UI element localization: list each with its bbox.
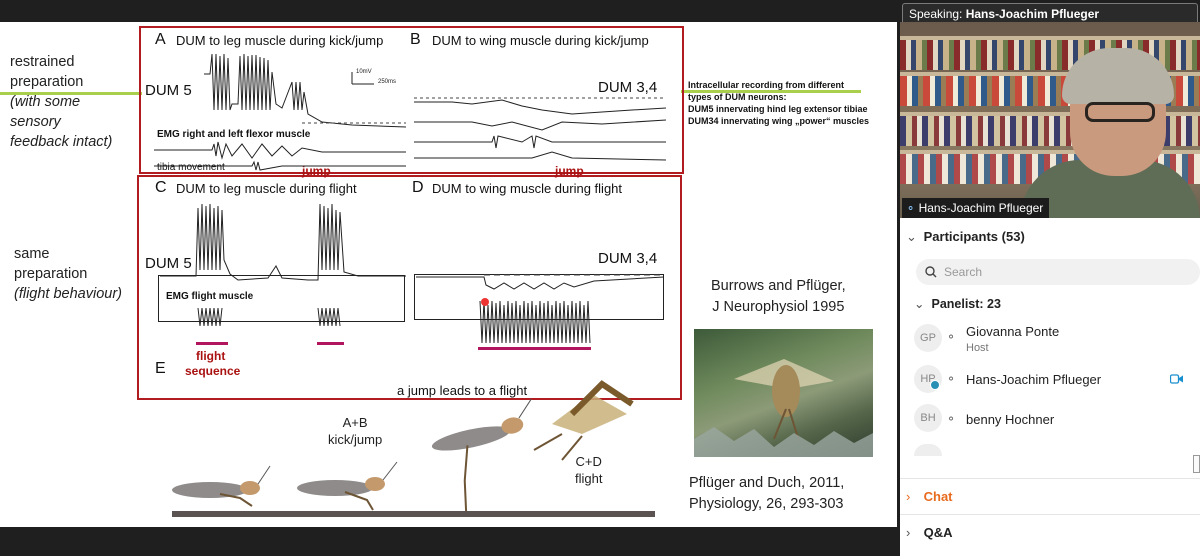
locust-sequence-drawing [172,380,634,517]
panel-c-title: DUM to leg muscle during flight [176,181,357,196]
chevron-right-icon: › [906,525,911,540]
flight-bar-1 [196,342,228,345]
panel-d-letter: D [412,179,424,196]
chevron-down-icon: ⌄ [914,297,925,311]
panel-a-jump: jump [302,164,331,178]
scale-time: 250ms [378,79,397,85]
panel-a-dum: DUM 5 [145,82,192,99]
flight-label: C+D flight [575,454,603,486]
bottom-bar [0,527,897,556]
panel-c-letter: C [155,179,167,196]
kick-jump-label: A+B kick/jump [328,415,383,447]
chat-label: Chat [923,489,953,504]
top-bar [0,0,1200,22]
panel-e-letter: E [155,360,166,377]
speaking-label: Speaking: [909,7,963,21]
qa-label: Q&A [923,525,953,540]
reference-burrows: Burrows and Pflüger, J Neurophysiol 1995 [711,278,846,315]
audio-icon: ⚬ [906,203,916,215]
locust-flight-photo [694,329,873,457]
panel-c-emg: EMG flight muscle [166,291,254,302]
qa-section-toggle[interactable]: › Q&A [906,525,953,540]
restrained-label: restrained preparation (with some sensor… [10,54,113,150]
ground-bar [172,511,655,517]
divider [900,514,1200,515]
panel-b-jump: jump [555,164,584,178]
participant-name[interactable]: Giovanna Ponte [966,324,1060,339]
green-line-right [681,90,861,93]
scrollbar-thumb[interactable] [1193,455,1200,473]
panel-a-emg: EMG right and left flexor muscle [157,129,311,140]
frame-cde [137,175,682,400]
speaking-status-icon [930,380,940,390]
panel-b-letter: B [410,31,421,48]
green-line-left [0,92,142,95]
video-name-label: Hans-Joachim Pflueger [918,201,1044,215]
panel-d-dum: DUM 3,4 [598,250,658,267]
panel-b-dum: DUM 3,4 [598,79,658,96]
participants-count: Participants (53) [923,229,1025,244]
panel-c-traces [160,203,406,327]
panel-a-tibia: tibia movement [157,162,225,173]
panel-e-caption: a jump leads to a flight [397,383,528,398]
right-note: Intracellular recording from different t… [688,80,870,126]
avatar: BH [914,404,942,432]
same-preparation-label: same preparation (flight behaviour) [14,246,122,302]
chat-section-toggle[interactable]: › Chat [906,489,953,504]
cursor-pointer [481,298,489,306]
chevron-down-icon: ⌄ [906,229,917,244]
panel-a-title: DUM to leg muscle during kick/jump [176,33,384,48]
avatar-partial [914,444,942,456]
headset-icon: ⚬ [946,372,957,386]
panel-b-traces [414,97,667,161]
search-icon [925,266,937,278]
flight-bar-3 [478,347,591,350]
participant-role: Host [966,342,989,354]
panelist-count: Panelist: 23 [931,297,1001,311]
video-name-tag: ⚬ Hans-Joachim Pflueger [902,198,1050,218]
panel-d-title: DUM to wing muscle during flight [432,181,623,196]
participant-search-input[interactable]: Search [916,259,1200,285]
headset-icon: ⚬ [946,412,957,426]
speaker-name: Hans-Joachim Pflueger [965,7,1100,21]
panel-c-dum: DUM 5 [145,255,192,272]
speaker-glasses [1085,102,1155,122]
headset-icon: ⚬ [946,330,957,344]
scale-voltage: 10mV [356,69,372,75]
shared-slide: restrained preparation (with some sensor… [0,22,897,527]
participant-name[interactable]: benny Hochner [966,412,1055,427]
flight-seq-line2: sequence [185,364,241,378]
participant-name[interactable]: Hans-Joachim Pflueger [966,372,1102,387]
speaker-hair [1062,48,1174,104]
panelist-group-header[interactable]: ⌄ Panelist: 23 [914,296,1001,311]
panel-a-traces [154,53,407,171]
frame-ab [139,26,684,174]
participants-header[interactable]: ⌄ Participants (53) [906,229,1025,245]
flight-seq-line1: flight [196,349,226,363]
panel-d-traces [416,274,665,344]
panel-b-title: DUM to wing muscle during kick/jump [432,33,649,48]
flight-bar-2 [317,342,344,345]
avatar: GP [914,324,942,352]
reference-pfluger-duch: Pflüger and Duch, 2011, Physiology, 26, … [689,475,845,512]
video-camera-icon[interactable] [1170,374,1184,384]
chevron-right-icon: › [906,489,911,504]
search-placeholder: Search [944,265,983,279]
divider [900,478,1200,479]
panel-a-letter: A [155,31,166,48]
